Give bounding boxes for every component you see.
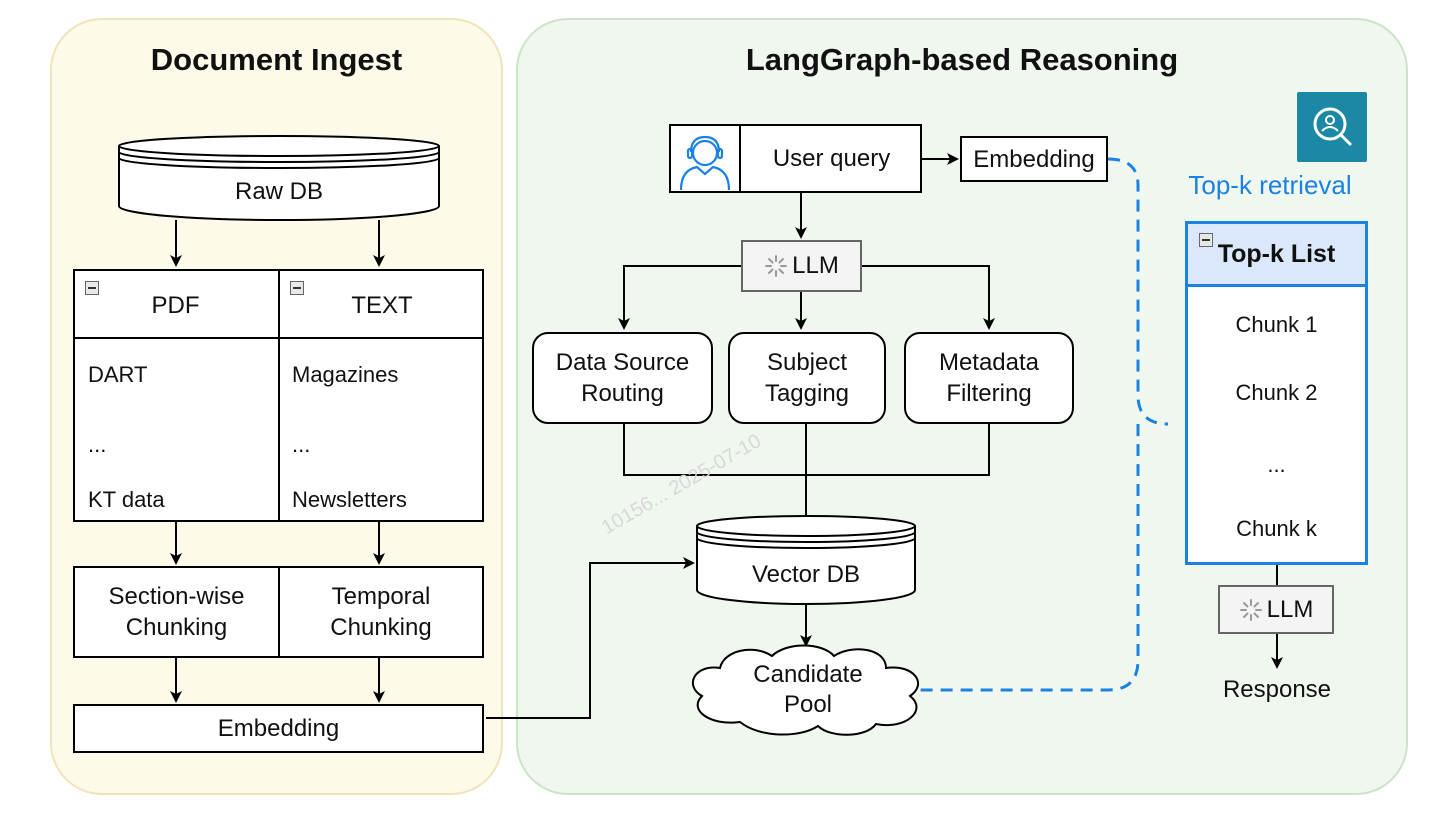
text-header: TEXT bbox=[351, 292, 413, 319]
filtering-label: Metadata Filtering bbox=[938, 349, 1040, 407]
ingest-title: Document Ingest bbox=[150, 42, 403, 77]
reasoning-title: LangGraph-based Reasoning bbox=[745, 42, 1179, 77]
final-llm-box: LLM bbox=[1218, 585, 1334, 634]
user-query-box bbox=[669, 124, 922, 193]
routing-label: Data Source Routing bbox=[555, 349, 690, 407]
arrow-embedding-vectordb bbox=[486, 557, 695, 719]
section-chunking-box: Section-wise Chunking bbox=[73, 566, 280, 658]
vector-db-cylinder bbox=[696, 515, 916, 605]
user-query-divider bbox=[739, 124, 741, 193]
query-embedding-box: Embedding bbox=[960, 136, 1108, 182]
text-item: Newsletters bbox=[292, 487, 407, 512]
text-item: ... bbox=[292, 432, 311, 457]
tagging-box: Subject Tagging bbox=[728, 332, 886, 424]
topk-list-title: Top-k List bbox=[1217, 240, 1336, 268]
loading-spinner-icon bbox=[1239, 598, 1262, 621]
tagging-label: Subject Tagging bbox=[764, 349, 850, 407]
user-icon bbox=[679, 135, 731, 191]
final-llm-label: LLM bbox=[1266, 595, 1314, 623]
filtering-box: Metadata Filtering bbox=[904, 332, 1074, 424]
collapse-icon[interactable] bbox=[290, 281, 304, 295]
candidate-pool-label: Candidate Pool bbox=[680, 660, 936, 720]
table-divider-vertical bbox=[278, 269, 280, 522]
raw-db-cylinder bbox=[118, 135, 440, 221]
ingest-embedding-box: Embedding bbox=[73, 704, 484, 753]
llm-box: LLM bbox=[741, 240, 862, 292]
llm-label: LLM bbox=[792, 252, 839, 279]
topk-list-header bbox=[1188, 224, 1365, 287]
arrow-llm-filtering bbox=[862, 265, 995, 330]
text-item: Magazines bbox=[292, 362, 399, 387]
loading-spinner-icon bbox=[765, 255, 788, 277]
vector-db-label: Vector DB bbox=[751, 561, 861, 588]
pdf-header: PDF bbox=[151, 292, 200, 319]
topk-item: Chunk 2 bbox=[1235, 380, 1318, 405]
candidate-pool-cloud bbox=[691, 644, 919, 736]
pdf-item: DART bbox=[88, 362, 148, 387]
topk-item: ... bbox=[1267, 452, 1286, 477]
retrieval-dashed-brace bbox=[912, 157, 1169, 692]
collapse-icon[interactable] bbox=[85, 281, 99, 295]
table-divider-horizontal bbox=[73, 337, 484, 339]
routing-box: Data Source Routing bbox=[532, 332, 713, 424]
response-label: Response bbox=[1222, 676, 1332, 703]
arrow-llm-routing bbox=[618, 265, 741, 330]
candidate-pool-text: Candidate Pool bbox=[753, 661, 863, 718]
pdf-item: KT data bbox=[88, 487, 165, 512]
section-chunking-label: Section-wise Chunking bbox=[108, 583, 245, 641]
search-person-icon bbox=[1297, 92, 1367, 162]
raw-db-label: Raw DB bbox=[234, 178, 324, 205]
pdf-item: ... bbox=[88, 432, 107, 457]
user-query-label: User query bbox=[772, 144, 891, 172]
topk-item: Chunk 1 bbox=[1235, 312, 1318, 337]
temporal-chunking-label: Temporal Chunking bbox=[330, 583, 432, 641]
temporal-chunking-box: Temporal Chunking bbox=[278, 566, 484, 658]
topk-item: Chunk k bbox=[1236, 516, 1317, 541]
collapse-icon[interactable] bbox=[1199, 233, 1213, 247]
topk-retrieval-label: Top-k retrieval bbox=[1188, 170, 1352, 200]
